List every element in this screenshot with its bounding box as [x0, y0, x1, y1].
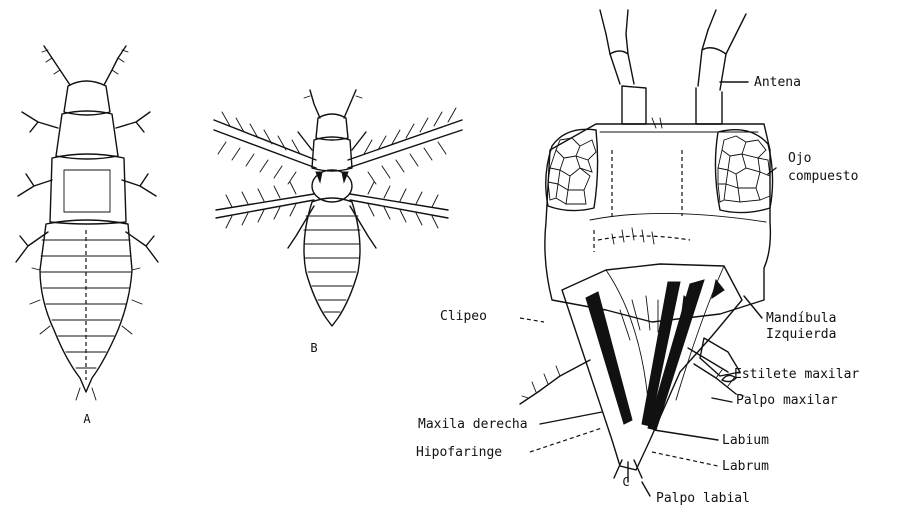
right-compound-eye — [715, 130, 772, 213]
label-antena: Antena — [754, 75, 801, 90]
adult-abdomen — [304, 198, 360, 326]
larva-leg-2-left — [18, 174, 52, 196]
leader-hipofaringe — [530, 428, 602, 452]
label-estilete-maxilar: Estilete maxilar — [734, 367, 859, 382]
leader-palpo-maxilar — [712, 398, 732, 402]
right-eye-ommatidia — [718, 136, 770, 202]
leader-labrum — [652, 452, 718, 466]
larva-head — [64, 81, 110, 115]
larva-leg-1-right — [116, 112, 150, 132]
left-maxillary-palp — [520, 360, 590, 404]
larva-thorax-plate — [64, 170, 110, 212]
wing-upper-right — [348, 120, 462, 168]
left-compound-eye — [546, 129, 598, 210]
label-compuesto: compuesto — [788, 169, 858, 184]
leader-estilete — [688, 348, 728, 372]
wing-lower-left — [216, 194, 314, 218]
label-hipofaringe: Hipofaringe — [416, 445, 502, 460]
label-izquierda: Izquierda — [766, 327, 836, 342]
left-antenna-tip — [600, 10, 628, 54]
adult-legs — [288, 132, 376, 248]
label-labrum: Labrum — [722, 459, 769, 474]
leader-clipeo — [520, 318, 544, 322]
adult-head — [316, 114, 348, 140]
head-sutures — [590, 132, 766, 222]
larva-left-antenna — [44, 46, 70, 85]
adult-wings — [214, 108, 462, 228]
larva-leg-1-left — [22, 112, 58, 132]
right-antenna-tip — [702, 10, 746, 54]
frons-dashes — [594, 150, 690, 252]
label-palpo-labial: Palpo labial — [656, 491, 750, 506]
leader-labium — [654, 430, 718, 440]
wing-fringe-upper-right — [364, 108, 456, 184]
adult-right-antenna — [344, 90, 356, 118]
annotation-labels: Antena Ojo compuesto Clipeo Mandíbula Iz… — [416, 75, 859, 506]
left-eye-ommatidia — [548, 138, 596, 204]
right-maxillary-palp — [694, 364, 736, 394]
larva-antenna-setae-left — [42, 50, 60, 74]
larva-thorax — [50, 154, 126, 224]
label-maxila-derecha: Maxila derecha — [418, 417, 528, 432]
leader-mandibula — [744, 296, 762, 318]
label-palpo-maxilar: Palpo maxilar — [736, 393, 838, 408]
panel-label-b: B — [310, 341, 317, 355]
wing-lower-right — [350, 194, 448, 218]
label-labium: Labium — [722, 433, 769, 448]
antenna-sockets — [652, 118, 662, 128]
antenna-bases — [622, 86, 722, 124]
head-mouthparts-illustration: C — [520, 10, 776, 496]
leader-maxila — [540, 412, 602, 424]
adult-wing-bases — [316, 172, 348, 182]
right-maxillary-stylet — [586, 292, 632, 424]
left-antenna-segment — [606, 34, 634, 84]
panel-label-a: A — [83, 412, 91, 426]
larva-antenna-setae-right — [112, 50, 128, 74]
panel-label-c: C — [622, 475, 629, 489]
label-mandibula: Mandíbula — [766, 311, 836, 326]
right-antenna-segment — [698, 30, 736, 90]
left-palp-setae — [522, 366, 560, 398]
larva-illustration: A — [16, 46, 158, 426]
larva-right-antenna — [104, 46, 126, 85]
head-capsule — [545, 124, 771, 322]
larva-leg-2-right — [122, 174, 156, 196]
label-ojo: Ojo — [788, 151, 811, 166]
label-clipeo: Clipeo — [440, 309, 487, 324]
adult-illustration: B — [214, 90, 462, 355]
larva-prothorax — [56, 111, 118, 159]
wing-fringe-upper-left — [218, 112, 300, 184]
leader-palpo-labial — [642, 482, 650, 496]
wing-upper-left — [214, 120, 316, 168]
adult-left-antenna — [310, 90, 320, 118]
adult-prothorax — [312, 137, 352, 171]
adult-abdomen-segments — [304, 216, 360, 312]
